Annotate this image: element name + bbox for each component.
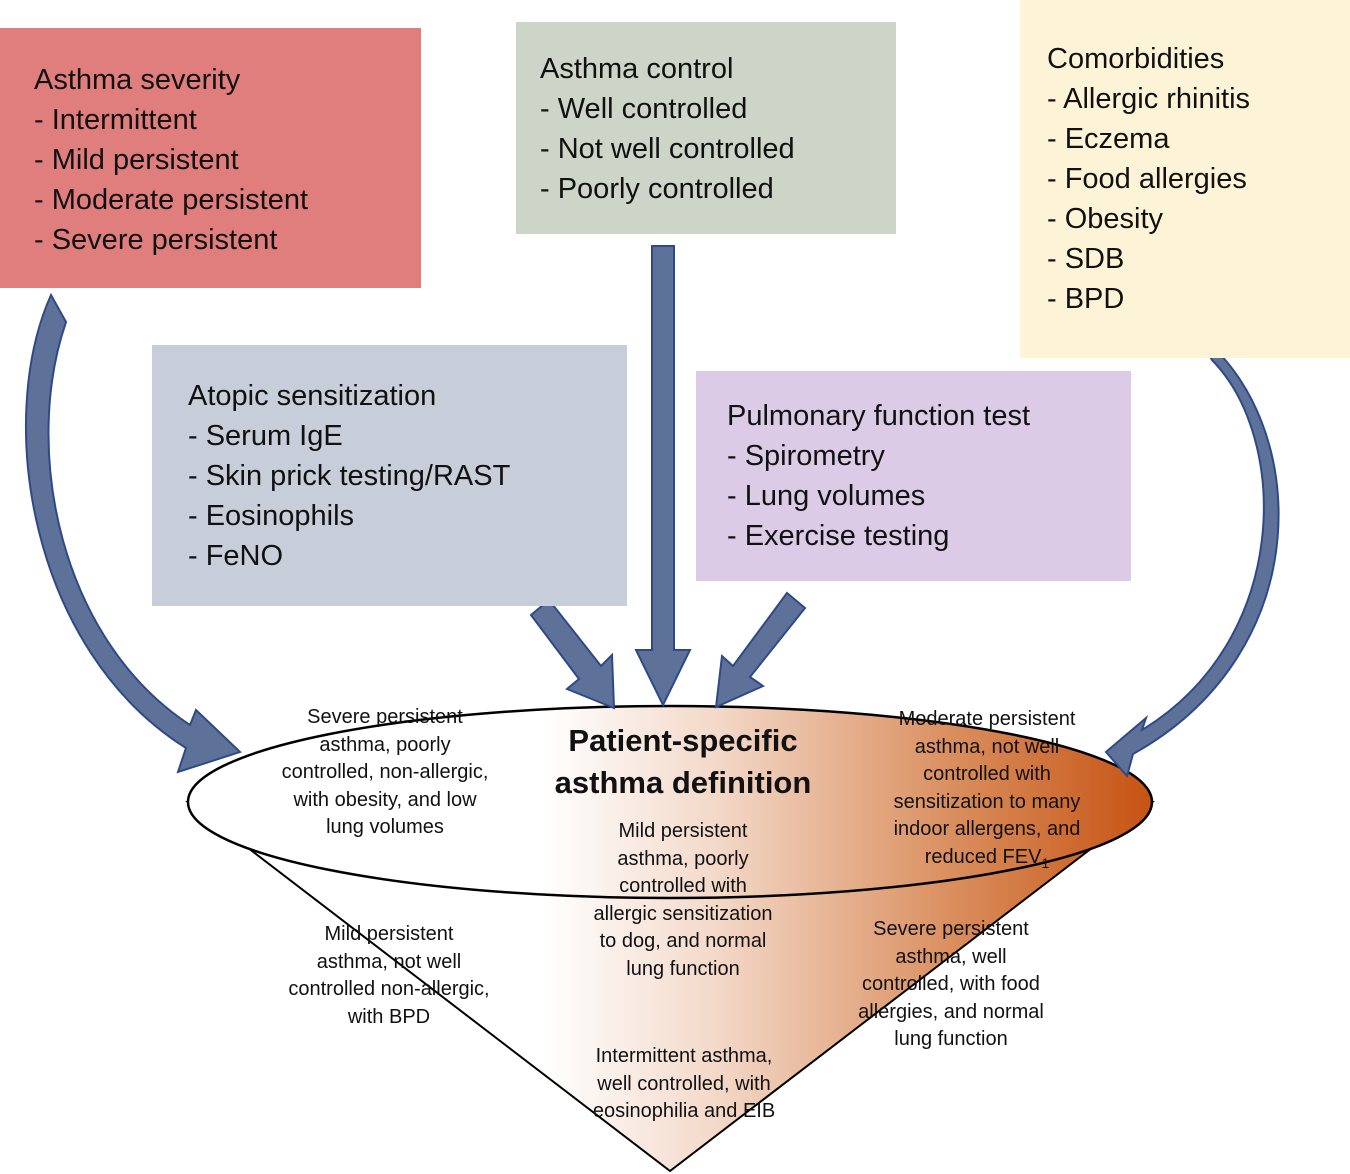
example-middle: Mild persistent asthma, poorly controlle… [594, 818, 773, 983]
example-line: controlled, non-allergic, [281, 761, 489, 783]
patient-specific-definition-title: Patient-specific asthma definition [555, 720, 812, 804]
asthma-control-box: Asthma control - Well controlled - Not w… [516, 22, 896, 234]
example-line: controlled, with food [862, 973, 1040, 995]
severity-arrow [24, 292, 242, 774]
example-line: controlled with [923, 763, 1051, 785]
example-line: lung function [626, 957, 740, 980]
comorbidities-item: - Allergic rhinitis [1047, 83, 1251, 115]
example-top-right: Moderate persistent asthma, not well con… [894, 706, 1081, 877]
severity-item: - Severe persistent [34, 224, 278, 256]
example-line: allergic sensitization [593, 902, 773, 925]
atopic-arrow [529, 598, 616, 710]
atopic-item: - Skin prick testing/RAST [188, 460, 511, 492]
asthma-severity-box: Asthma severity - Intermittent - Mild pe… [0, 28, 421, 288]
comorbidities-arrow [1104, 333, 1280, 779]
example-line: Intermittent asthma, [595, 1045, 773, 1067]
pft-item: - Exercise testing [727, 520, 950, 552]
atopic-title: Atopic sensitization [188, 380, 437, 412]
definition-ellipse [186, 704, 1154, 900]
comorbidities-item: - BPD [1047, 283, 1125, 315]
example-line: lung volumes [326, 816, 444, 838]
fev-label: reduced FEV [924, 845, 1042, 868]
control-item: - Well controlled [540, 93, 748, 125]
example-line: Moderate persistent [898, 708, 1076, 730]
control-item: - Not well controlled [540, 133, 795, 165]
fev-subscript: 1 [1041, 854, 1050, 871]
comorbidities-item: - Food allergies [1047, 163, 1247, 195]
example-line: asthma, poorly [617, 847, 749, 870]
example-line: Mild persistent [618, 820, 748, 842]
comorbidities-title: Comorbidities [1047, 43, 1225, 75]
severity-item: - Mild persistent [34, 144, 239, 176]
comorbidities-item: - Obesity [1047, 203, 1164, 235]
comorbidities-item: - Eczema [1047, 123, 1170, 155]
example-line: Mild persistent [324, 923, 454, 945]
example-line: Severe persistent [307, 706, 463, 728]
atopic-item: - Eosinophils [188, 500, 355, 532]
control-arrow [634, 245, 692, 708]
example-bottom: Intermittent asthma, well controlled, wi… [593, 1043, 775, 1126]
pulmonary-function-test-box: Pulmonary function test - Spirometry - L… [696, 371, 1131, 581]
atopic-sensitization-box: Atopic sensitization - Serum IgE - Skin … [152, 345, 627, 606]
example-line: to dog, and normal [599, 930, 767, 952]
center-title-line: Patient-specific [568, 723, 798, 758]
atopic-item: - FeNO [188, 540, 284, 572]
pft-title: Pulmonary function test [727, 400, 1031, 432]
example-line: asthma, poorly [319, 733, 451, 756]
example-line: asthma, not well [316, 950, 462, 973]
atopic-item: - Serum IgE [188, 420, 343, 452]
example-line: Severe persistent [873, 918, 1029, 940]
severity-item: - Intermittent [34, 104, 197, 136]
pft-arrow [714, 591, 807, 709]
example-line: allergies, and normal [858, 1000, 1044, 1023]
example-line: with BPD [347, 1005, 431, 1028]
comorbidities-box: Comorbidities - Allergic rhinitis - Ecze… [1020, 0, 1350, 358]
severity-item: - Moderate persistent [34, 184, 309, 216]
example-right: Severe persistent asthma, well controlle… [858, 916, 1044, 1054]
example-line: lung function [894, 1028, 1008, 1050]
example-line: controlled with [619, 875, 747, 897]
example-line: controlled non-allergic, [288, 978, 490, 1000]
example-line: asthma, not well [914, 735, 1060, 758]
example-line: reduced FEV1 [894, 844, 1081, 878]
example-line: indoor allergens, and [893, 818, 1081, 840]
example-line: eosinophilia and EIB [592, 1100, 776, 1122]
example-line: well controlled, with [597, 1072, 771, 1095]
example-left: Mild persistent asthma, not well control… [288, 921, 489, 1031]
center-title-line: asthma definition [554, 765, 812, 800]
comorbidities-item: - SDB [1047, 243, 1125, 275]
example-line: asthma, well [895, 945, 1007, 968]
example-line: with obesity, and low [293, 788, 477, 811]
pft-item: - Lung volumes [727, 480, 926, 512]
control-item: - Poorly controlled [540, 173, 774, 205]
example-top-left: Severe persistent asthma, poorly control… [282, 704, 489, 842]
pft-item: - Spirometry [727, 440, 885, 472]
example-line: sensitization to many [893, 790, 1081, 813]
severity-title: Asthma severity [34, 64, 241, 96]
control-title: Asthma control [540, 53, 734, 85]
